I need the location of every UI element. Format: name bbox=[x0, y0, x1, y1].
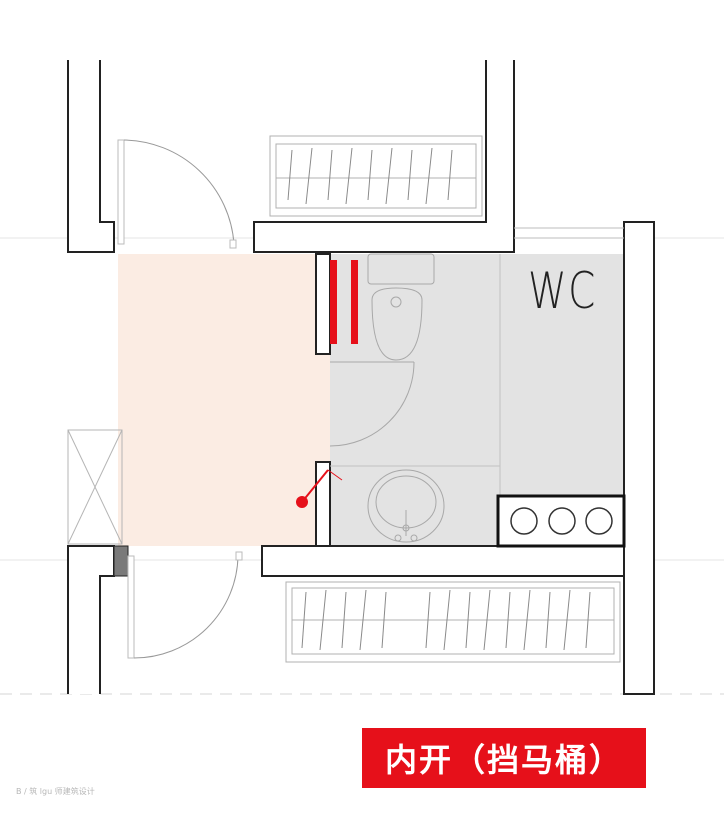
wall-post bbox=[113, 545, 129, 577]
burner-unit bbox=[496, 494, 626, 548]
top-wardrobe bbox=[269, 135, 483, 217]
door-handle-marker bbox=[296, 469, 343, 508]
sink bbox=[367, 469, 445, 543]
caption-banner: 内开（挡马桶） bbox=[362, 728, 646, 788]
upper-door-swing bbox=[117, 139, 237, 249]
conflict-markers bbox=[330, 260, 358, 344]
lower-door-swing bbox=[127, 551, 243, 659]
inward-door-swing bbox=[329, 361, 415, 447]
window bbox=[67, 429, 123, 545]
wall-thin-lines bbox=[514, 227, 624, 239]
bottom-wardrobe bbox=[285, 581, 621, 663]
toilet bbox=[367, 253, 435, 361]
entry-floor bbox=[118, 254, 330, 546]
walls bbox=[67, 60, 655, 695]
room-label-wc: WC bbox=[528, 262, 597, 320]
watermark: B / 筑 lgu 师建筑设计 bbox=[16, 787, 95, 796]
shower-outline bbox=[330, 254, 501, 496]
